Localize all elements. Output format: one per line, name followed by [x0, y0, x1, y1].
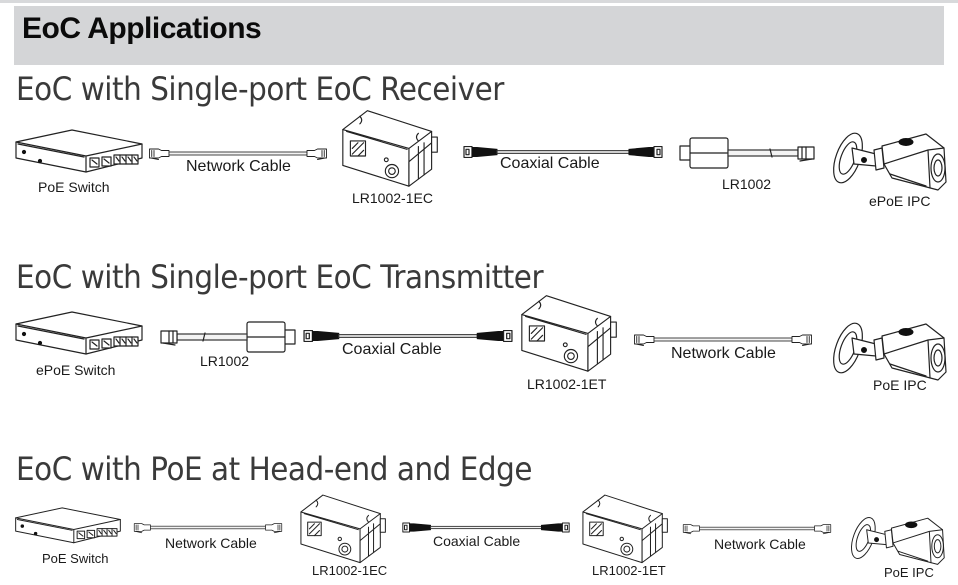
- cable-label: Network Cable: [165, 535, 257, 551]
- eoc-module-icon: [296, 490, 392, 566]
- bullet-camera-icon: [830, 308, 950, 388]
- device-label: ePoE IPC: [869, 193, 931, 209]
- switch-icon: [14, 128, 144, 178]
- cable-label: Coaxial Cable: [500, 155, 600, 172]
- device-label: PoE Switch: [38, 179, 110, 195]
- device-label: ePoE Switch: [36, 362, 116, 378]
- eoc-module-icon: [336, 105, 446, 190]
- section-title: EoC with Single-port EoC Transmitter: [16, 258, 544, 296]
- cable-label: Network Cable: [671, 345, 776, 362]
- cable-label: Coaxial Cable: [433, 533, 521, 549]
- device-label: LR1002-1EC: [312, 563, 388, 578]
- adapter-icon: [678, 136, 818, 170]
- network-cable-icon: [133, 521, 283, 534]
- device-label: LR1002-1ET: [592, 563, 666, 578]
- section-title: EoC with PoE at Head-end and Edge: [16, 450, 533, 488]
- top-rule: [0, 0, 958, 3]
- eoc-module-icon: [578, 490, 674, 566]
- device-label: LR1002: [200, 353, 250, 369]
- header-band: [14, 6, 944, 65]
- switch-icon: [14, 310, 144, 360]
- network-cable-icon: [682, 522, 832, 535]
- cable-label: Network Cable: [714, 536, 806, 552]
- device-label: LR1002-1ET: [527, 376, 607, 392]
- bullet-camera-icon: [848, 505, 948, 571]
- adapter-icon: [157, 320, 297, 354]
- eoc-module-icon: [515, 290, 625, 375]
- device-label: PoE IPC: [873, 377, 927, 393]
- device-label: PoE IPC: [884, 565, 934, 580]
- bullet-camera-icon: [830, 118, 950, 198]
- cable-label: Network Cable: [186, 158, 291, 175]
- device-label: LR1002: [722, 176, 772, 192]
- cable-label: Coaxial Cable: [342, 341, 442, 358]
- section-title: EoC with Single-port EoC Receiver: [16, 70, 504, 108]
- device-label: LR1002-1EC: [352, 190, 433, 206]
- switch-icon: [14, 506, 122, 548]
- page-title: EoC Applications: [22, 12, 262, 45]
- device-label: PoE Switch: [42, 551, 109, 566]
